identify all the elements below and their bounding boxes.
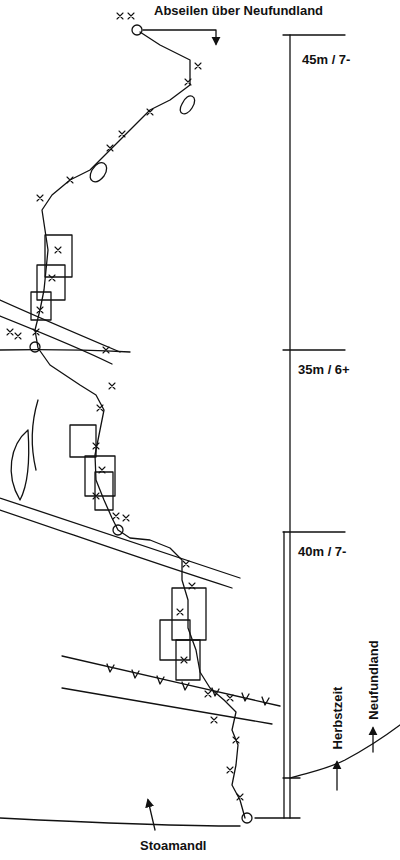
bolt [33, 329, 39, 335]
bolt [233, 737, 239, 743]
bolt [15, 333, 21, 339]
bolt [49, 275, 55, 281]
bolt [195, 63, 201, 69]
bolt [128, 13, 134, 19]
ground-line [290, 725, 400, 778]
route-name: Herbstzeit [330, 685, 345, 752]
bolt [183, 561, 189, 567]
access-arrow [336, 762, 337, 790]
ground-line [0, 818, 240, 826]
pitch-scale [255, 35, 345, 818]
route-name: Stoamandl [138, 838, 208, 853]
bolt [67, 177, 73, 183]
pitch-grade: 45m / 7- [300, 52, 352, 67]
bolt [103, 347, 109, 353]
bolt [177, 609, 183, 615]
belay [30, 25, 252, 823]
access-arrow [148, 800, 155, 830]
access-arrow [372, 728, 373, 752]
bolt [97, 405, 103, 411]
bolt [109, 383, 115, 389]
abseil-arrow [143, 30, 216, 44]
bolt [117, 13, 123, 19]
abseil-note: Abseilen über Neufundland [152, 3, 325, 18]
bolt [147, 109, 153, 115]
route-loop [180, 96, 195, 114]
bolt [93, 443, 99, 449]
bolt [55, 247, 61, 253]
bolt [227, 767, 233, 773]
route-name: Neufundland [366, 638, 381, 721]
bolt [107, 145, 113, 151]
bolt [211, 717, 217, 723]
bolt [37, 307, 43, 313]
bolt [185, 79, 191, 85]
bolt [237, 794, 243, 800]
bolt [7, 329, 13, 335]
route-loop [90, 163, 106, 182]
route-line [35, 32, 245, 818]
bolt [205, 691, 211, 697]
rock-block [31, 235, 206, 680]
bolt [93, 493, 99, 499]
bolt [119, 131, 125, 137]
bolt [99, 467, 105, 473]
ledge [0, 300, 280, 724]
bolt [181, 657, 187, 663]
bolt [189, 583, 195, 589]
pitch-grade: 35m / 6+ [296, 362, 352, 377]
pitch-grade: 40m / 7- [296, 544, 348, 559]
bolts [7, 13, 243, 800]
bolt [123, 515, 129, 521]
bolt [113, 513, 119, 519]
bolt [227, 695, 233, 701]
bolt [37, 195, 43, 201]
